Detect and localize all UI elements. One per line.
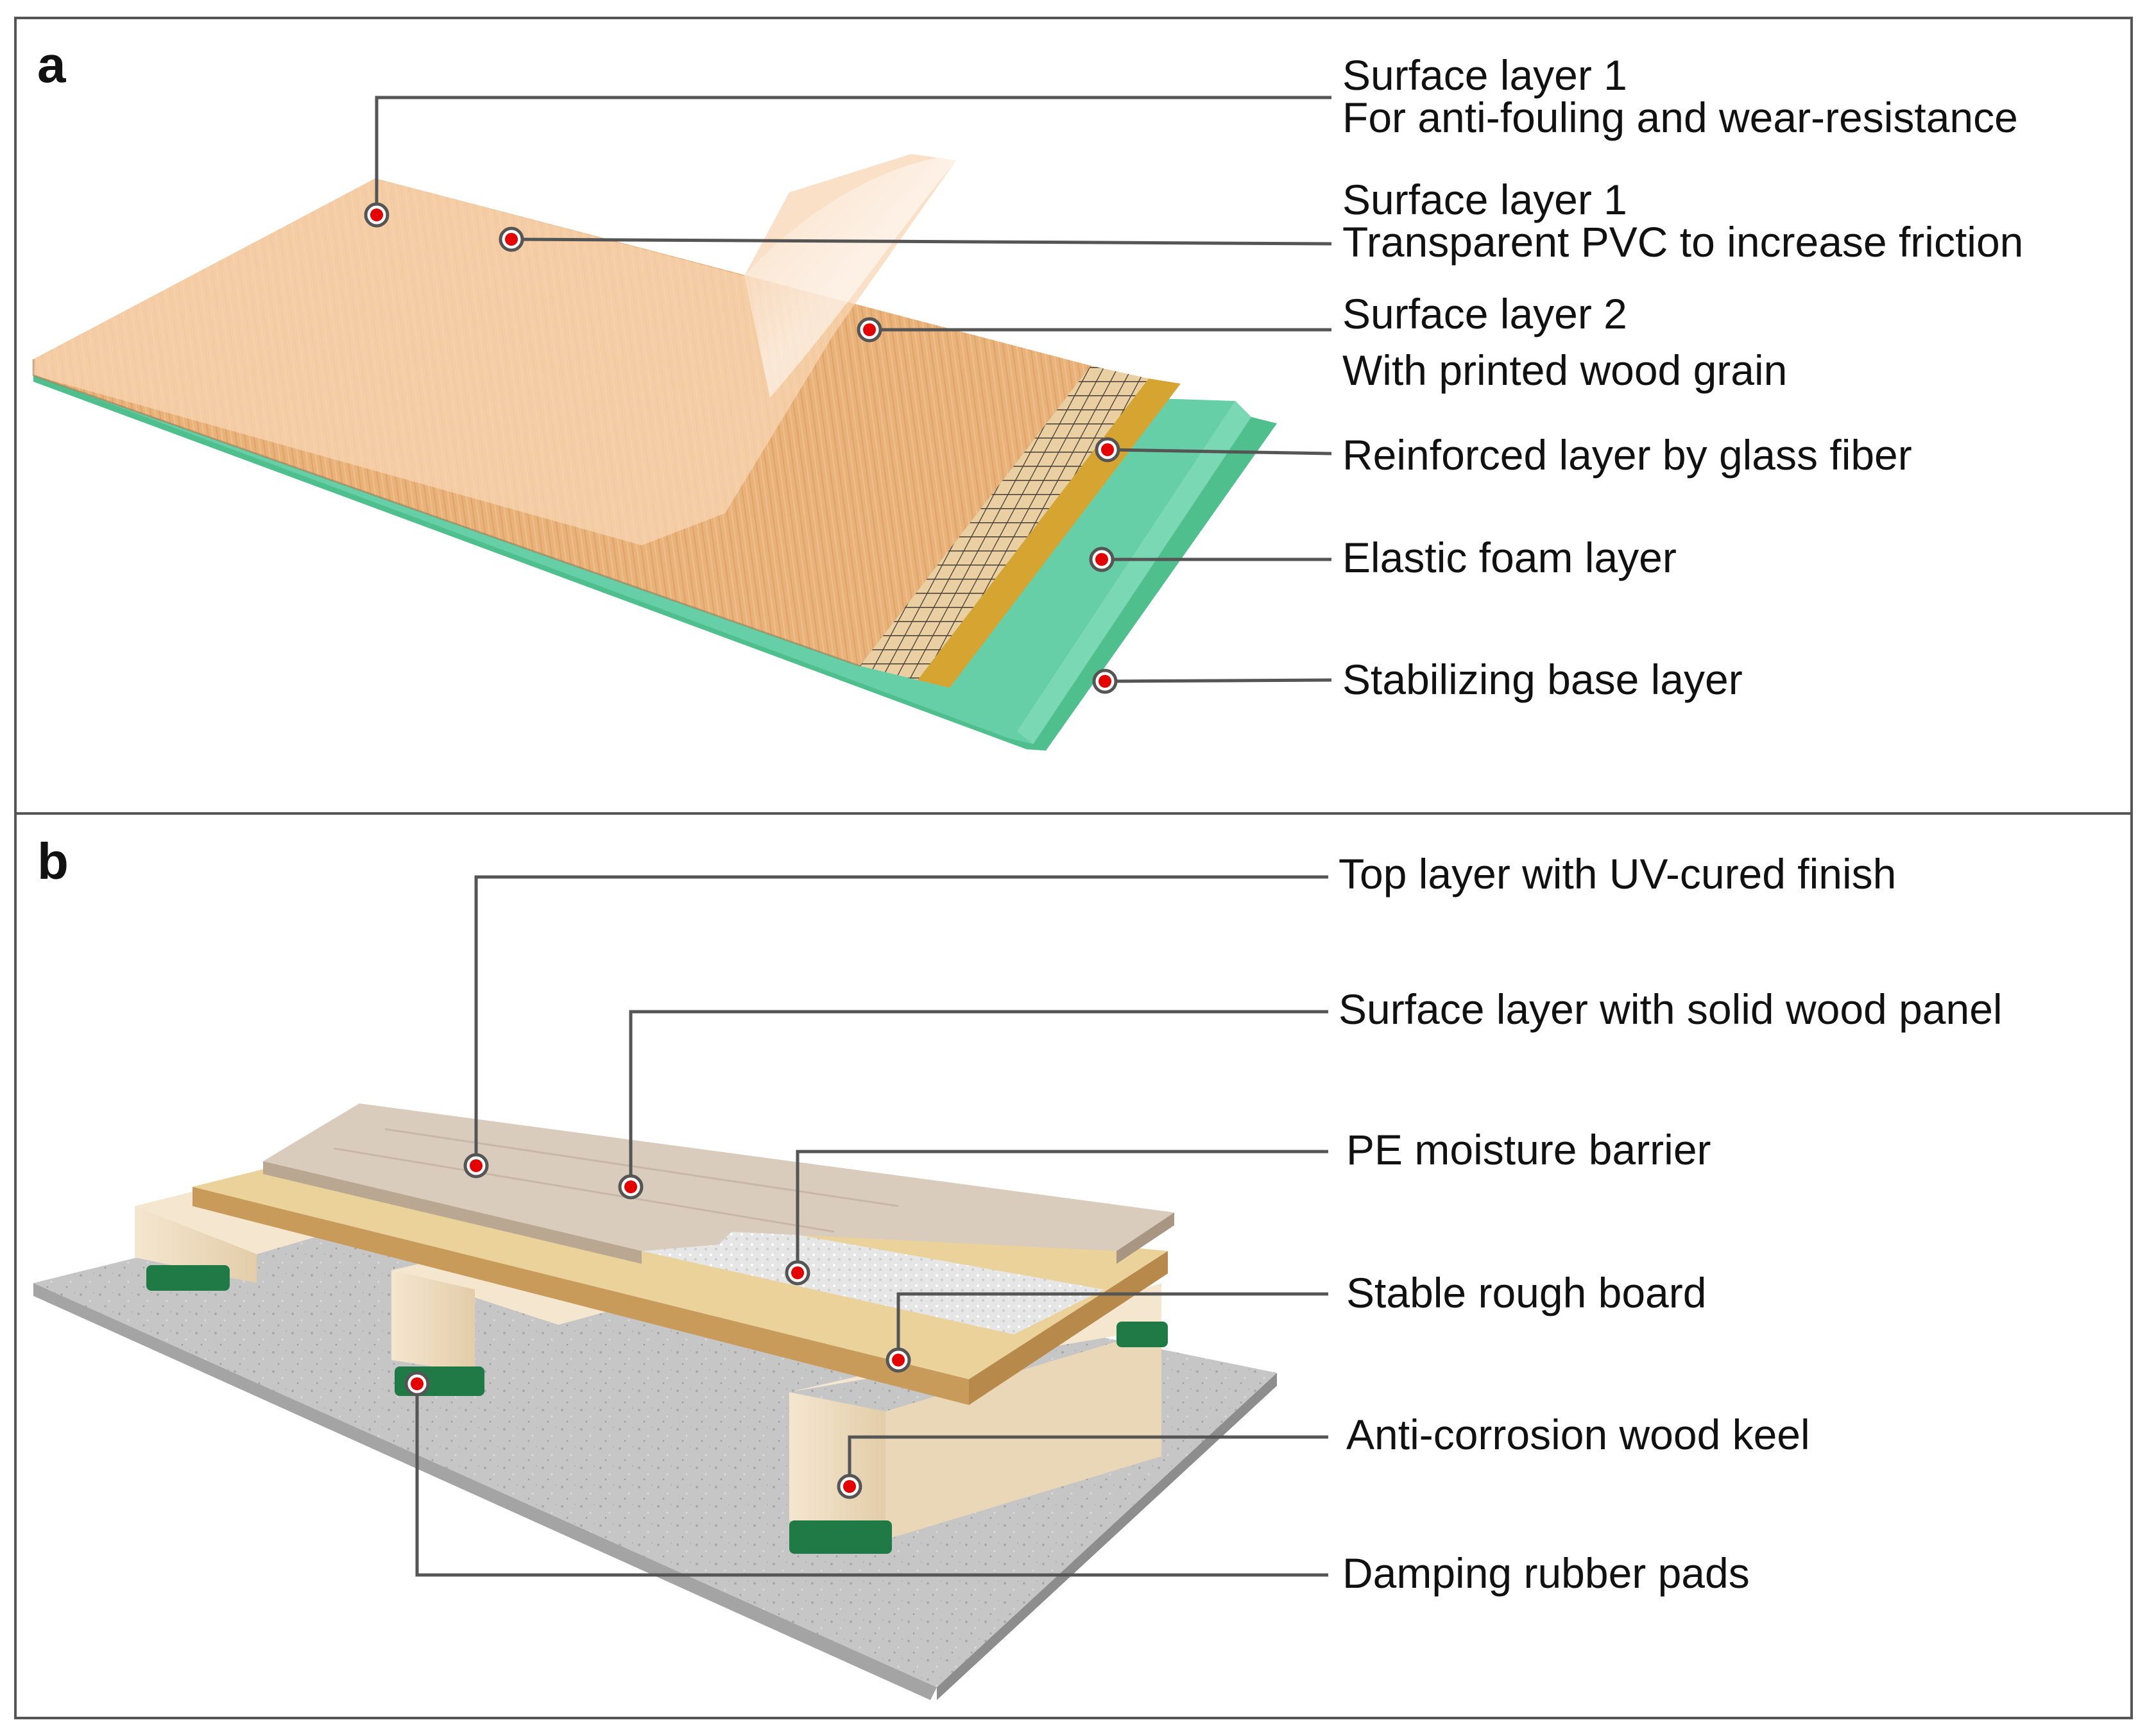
callout-b4: Stable rough board [885, 1269, 1706, 1373]
callout-a4-line1: Reinforced layer by glass fiber [1342, 431, 1912, 479]
callout-a2: Surface layer 1 Transparent PVC to incre… [499, 176, 2023, 266]
callout-b2-line1: Surface layer with solid wood panel [1339, 985, 2003, 1033]
callout-b6-line1: Damping rubber pads [1342, 1549, 1750, 1597]
callout-b2: Surface layer with solid wood panel [618, 985, 2003, 1200]
wood-keel-right [789, 1283, 1168, 1554]
panel-b-callouts: Top layer with UV-cured finish Surface l… [404, 850, 2003, 1597]
callout-a5-line1: Elastic foam layer [1342, 534, 1677, 581]
callout-a1: Surface layer 1 For anti-fouling and wea… [364, 51, 2018, 228]
panel-b-letter: b [37, 833, 69, 890]
stable-rough-board [192, 1168, 1168, 1379]
callout-b3: PE moisture barrier [785, 1126, 1711, 1286]
callout-a3-line1: Surface layer 2 [1342, 290, 1627, 337]
panel-a-callouts: Surface layer 1 For anti-fouling and wea… [364, 51, 2023, 703]
wood-floor-illustration [33, 1103, 1277, 1700]
callout-a1-line1: Surface layer 1 [1342, 51, 1627, 99]
callout-a6: Stabilizing base layer [1092, 656, 1743, 703]
callout-a3-line2: With printed wood grain [1342, 346, 1787, 394]
callout-a2-line1: Surface layer 1 [1342, 176, 1627, 223]
callout-a1-line2: For anti-fouling and wear-resistance [1342, 94, 2018, 141]
transparent-top-layer [33, 154, 956, 545]
callout-a2-line2: Transparent PVC to increase friction [1342, 218, 2023, 266]
panel-a-letter: a [37, 36, 66, 93]
callout-a5: Elastic foam layer [1089, 534, 1677, 581]
pe-moisture-barrier [642, 1225, 1104, 1334]
callout-b5-line1: Anti-corrosion wood keel [1346, 1411, 1810, 1458]
solid-wood-panel-surface [263, 1103, 1174, 1251]
vinyl-floor-illustration [32, 154, 1277, 751]
reinforced-mesh [860, 366, 1149, 680]
callout-a6-line1: Stabilizing base layer [1342, 656, 1743, 703]
callout-a4: Reinforced layer by glass fiber [1095, 431, 1912, 479]
callout-b1: Top layer with UV-cured finish [463, 850, 1896, 1179]
callout-b4-line1: Stable rough board [1346, 1269, 1706, 1316]
callout-b5: Anti-corrosion wood keel [837, 1411, 1810, 1499]
callout-b1-line1: Top layer with UV-cured finish [1339, 850, 1896, 898]
callout-b3-line1: PE moisture barrier [1346, 1126, 1711, 1173]
callout-b6: Damping rubber pads [404, 1371, 1750, 1597]
wood-keel-left [135, 1187, 334, 1291]
callout-a3: Surface layer 2 With printed wood grain [857, 290, 1787, 394]
panel-b-frame [14, 812, 2133, 1719]
